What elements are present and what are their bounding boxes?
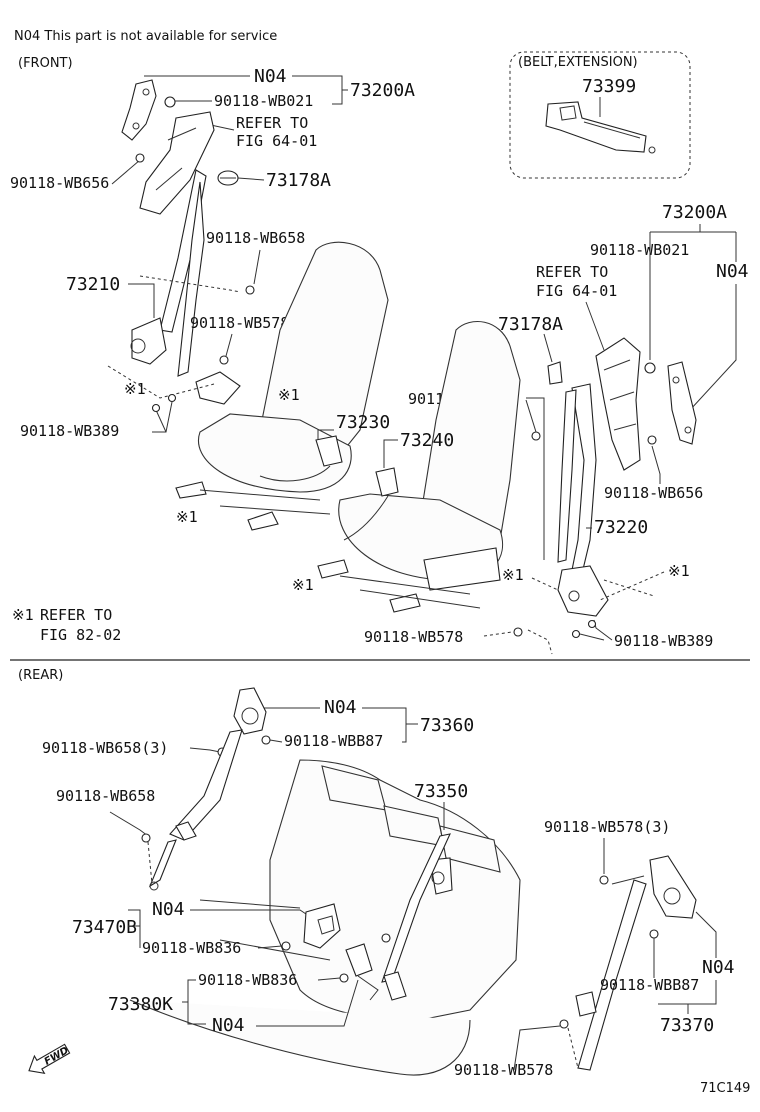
- rear-bottom-wb578-label[interactable]: 90118-WB578: [454, 1061, 553, 1079]
- part-73220-label[interactable]: 73220: [594, 517, 648, 538]
- front-right-n04-label[interactable]: N04: [716, 261, 749, 282]
- front-left-wb656-label[interactable]: 90118-WB656: [10, 174, 109, 192]
- front-left-belt-73210[interactable]: [130, 169, 207, 377]
- rear-right-wb578-3-bolt[interactable]: [599, 875, 609, 885]
- rear-wb836-b-label[interactable]: 90118-WB836: [198, 971, 297, 989]
- rear-left-n04-label[interactable]: N04: [324, 697, 357, 718]
- front-right-guide-73178a[interactable]: [547, 361, 563, 385]
- front-section-label: (FRONT): [18, 56, 73, 71]
- front-left-wb658-bolt[interactable]: [245, 285, 255, 295]
- front-left-mark1-b: ※1: [278, 386, 300, 404]
- front-left-wb578-bolt[interactable]: [219, 355, 229, 365]
- diagram-code: 71C149: [700, 1081, 750, 1096]
- rear-section-label: (REAR): [18, 668, 63, 683]
- refer-note-mark: ※1: [12, 606, 34, 624]
- front-right-wb658-bolt[interactable]: [531, 431, 541, 441]
- front-left-n04-label[interactable]: N04: [254, 66, 287, 87]
- rear-wb836-b-bolt[interactable]: [339, 973, 349, 983]
- front-left-wb021-bolt[interactable]: [164, 96, 176, 108]
- rear-buckle-73470b[interactable]: [303, 903, 341, 949]
- front-right-wb656-label[interactable]: 90118-WB656: [604, 484, 703, 502]
- part-73350-label[interactable]: 73350: [414, 781, 468, 802]
- rear-right-n04-label[interactable]: N04: [702, 957, 735, 978]
- front-left-wb578-label[interactable]: 90118-WB578: [190, 314, 289, 332]
- front-left-wb658-label[interactable]: 90118-WB658: [206, 229, 305, 247]
- rear-left-wb658-3-label[interactable]: 90118-WB658(3): [42, 739, 168, 757]
- front-left-wb021-label[interactable]: 90118-WB021: [214, 92, 313, 110]
- front-right-wb389-label[interactable]: 90118-WB389: [614, 632, 713, 650]
- rear-wb836-a-bolt[interactable]: [281, 941, 291, 951]
- rear-seat: [129, 759, 521, 1076]
- rear-left-wb658-label[interactable]: 90118-WB658: [56, 787, 155, 805]
- rear-n04-b-label[interactable]: N04: [152, 899, 185, 920]
- refer-note-line1: REFER TO: [40, 606, 112, 624]
- front-left-wb389-bolt-a[interactable]: [151, 403, 161, 413]
- rear-left-wbb87-label[interactable]: 90118-WBB87: [284, 732, 383, 750]
- rear-wb836-a-label[interactable]: 90118-WB836: [142, 939, 241, 957]
- rear-left-belt[interactable]: [148, 729, 243, 888]
- front-left-refer-fig-label[interactable]: FIG 64-01: [236, 132, 317, 150]
- fwd-arrow-icon: FWD: [28, 1043, 71, 1075]
- part-73399-label[interactable]: 73399: [582, 76, 636, 97]
- front-left-seat: [175, 241, 389, 531]
- rear-right-wbb87-label[interactable]: 90118-WBB87: [600, 976, 699, 994]
- front-left-anchor[interactable]: [195, 371, 241, 405]
- belt-extension-box: [509, 51, 691, 179]
- part-73380k-label[interactable]: 73380K: [108, 994, 173, 1015]
- rear-left-73360-label[interactable]: 73360: [420, 715, 474, 736]
- front-left-mark1-c: ※1: [176, 508, 198, 526]
- front-left-buckle-73230[interactable]: [259, 435, 343, 482]
- rear-center-belt-73350[interactable]: [381, 833, 453, 1001]
- front-left-73178a-label[interactable]: 73178A: [266, 170, 331, 191]
- front-left-wb389-label[interactable]: 90118-WB389: [20, 422, 119, 440]
- part-73370-label[interactable]: 73370: [660, 1015, 714, 1036]
- refer-note-line2[interactable]: FIG 82-02: [40, 626, 121, 644]
- front-right-wb656-bolt[interactable]: [647, 435, 657, 445]
- front-right-refer-label: REFER TO: [536, 263, 608, 281]
- front-left-wb389-bolt-b[interactable]: [167, 393, 177, 403]
- part-73230-label[interactable]: 73230: [336, 412, 390, 433]
- rear-left-wbb87-bolt[interactable]: [261, 735, 271, 745]
- front-right-seat: [317, 321, 521, 613]
- rear-buckle-73380k[interactable]: [345, 943, 379, 1001]
- front-left-73200a-label[interactable]: 73200A: [350, 80, 415, 101]
- front-left-height-adjuster[interactable]: [121, 79, 157, 141]
- rear-right-belt[interactable]: [575, 879, 647, 1071]
- front-right-73178a-label[interactable]: 73178A: [498, 314, 563, 335]
- front-right-wb021-label[interactable]: 90118-WB021: [590, 241, 689, 259]
- rear-left-wb658-bolt[interactable]: [141, 833, 151, 843]
- front-right-refer-fig-label[interactable]: FIG 64-01: [536, 282, 617, 300]
- front-right-wb578-bolt[interactable]: [513, 627, 523, 637]
- service-note: N04 This part is not available for servi…: [14, 29, 277, 44]
- rear-left-retractor[interactable]: [233, 687, 267, 735]
- front-left-wb656-bolt[interactable]: [135, 153, 145, 163]
- front-right-73200a-label[interactable]: 73200A: [662, 202, 727, 223]
- front-right-wb021-bolt[interactable]: [644, 362, 656, 374]
- front-left-refer-label: REFER TO: [236, 114, 308, 132]
- front-right-buckle-73240[interactable]: [343, 467, 399, 541]
- front-right-height-adjuster[interactable]: [667, 361, 697, 445]
- belt-extension-label: (BELT,EXTENSION): [518, 55, 638, 70]
- front-right-wb389-bolt-b[interactable]: [571, 629, 581, 639]
- part-73210-label[interactable]: 73210: [66, 274, 120, 295]
- front-right-wb578-label[interactable]: 90118-WB578: [364, 628, 463, 646]
- front-left-mark1-a: ※1: [124, 380, 146, 398]
- front-right-wb389-bolt-a[interactable]: [587, 619, 597, 629]
- front-left-guide-73178a[interactable]: [217, 170, 239, 186]
- rear-n04-k-label[interactable]: N04: [212, 1015, 245, 1036]
- rear-right-wbb87-bolt[interactable]: [649, 929, 659, 939]
- rear-bottom-wb578-bolt[interactable]: [559, 1019, 569, 1029]
- front-right-mark1-b: ※1: [668, 562, 690, 580]
- belt-extension-part[interactable]: [545, 101, 656, 154]
- front-right-mark1-a: ※1: [502, 566, 524, 584]
- front-right-belt-73220[interactable]: [557, 383, 609, 617]
- part-73240-label[interactable]: 73240: [400, 430, 454, 451]
- part-73470b-label[interactable]: 73470B: [72, 917, 137, 938]
- rear-right-wb578-3-label[interactable]: 90118-WB578(3): [544, 818, 670, 836]
- front-right-pillar-cover[interactable]: [595, 337, 641, 471]
- front-left-pillar-cover[interactable]: [139, 111, 215, 215]
- rear-right-retractor-73370[interactable]: [611, 855, 697, 919]
- front-right-mark1-c: ※1: [292, 576, 314, 594]
